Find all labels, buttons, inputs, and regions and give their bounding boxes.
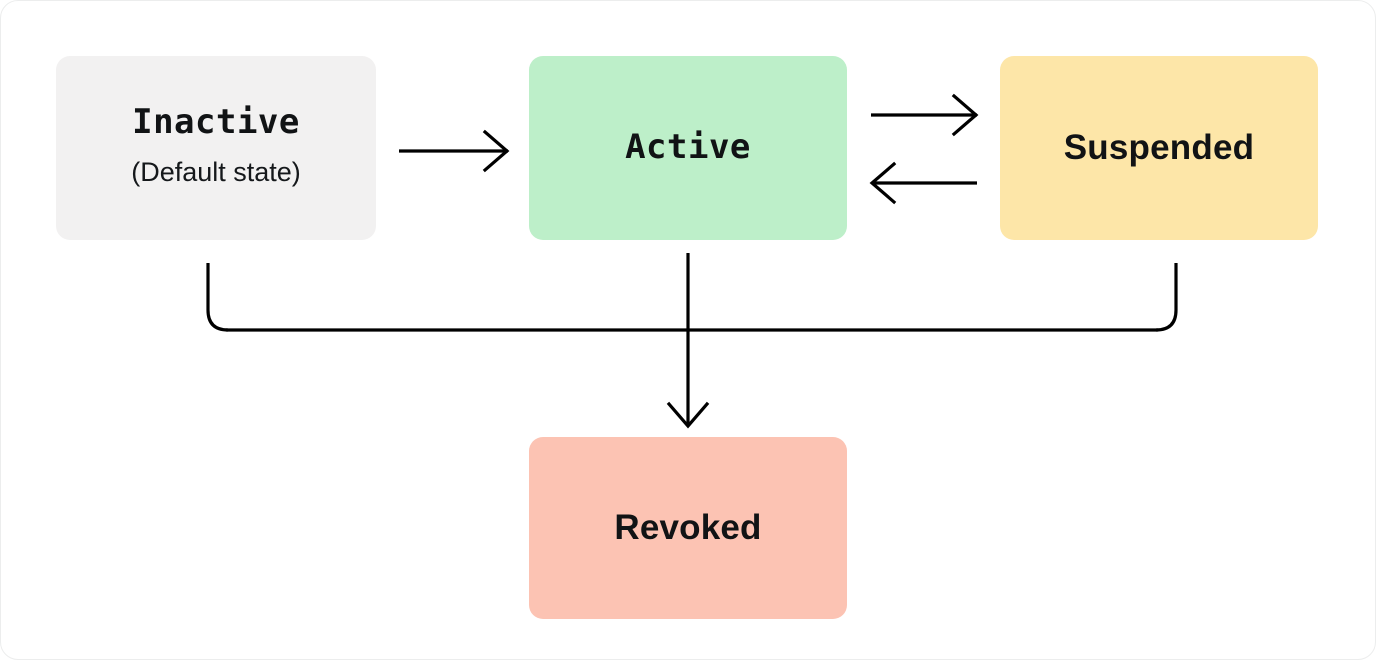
- state-node-inactive-subtitle: (Default state): [131, 156, 301, 187]
- state-node-inactive[interactable]: Inactive (Default state): [56, 56, 376, 240]
- state-node-suspended[interactable]: Suspended: [1000, 56, 1318, 240]
- state-node-active[interactable]: Active: [529, 56, 847, 240]
- state-node-active-title: Active: [625, 127, 751, 168]
- state-node-revoked[interactable]: Revoked: [529, 437, 847, 619]
- state-node-suspended-title: Suspended: [1063, 127, 1255, 167]
- state-node-inactive-title: Inactive: [132, 102, 300, 143]
- state-node-revoked-title: Revoked: [614, 507, 762, 547]
